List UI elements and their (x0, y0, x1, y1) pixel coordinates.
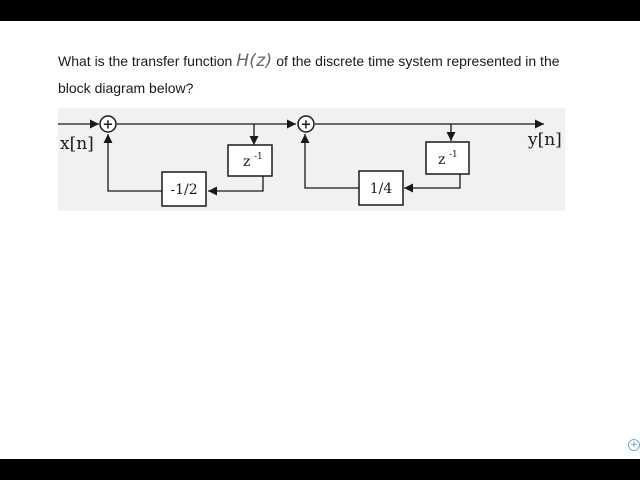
gain1-label: -1/2 (170, 182, 197, 198)
feedback2-line (300, 134, 359, 189)
gain2-label: 1/4 (370, 181, 393, 197)
delay1-base: z (243, 154, 250, 170)
delay2-exponent: -1 (449, 150, 458, 160)
zoom-icon[interactable]: + (628, 439, 640, 451)
summing-junction-2: + (297, 115, 315, 133)
gain-block-1: -1/2 (161, 171, 207, 207)
delay-block-1: z -1 (227, 144, 273, 177)
gain-block-2: 1/4 (358, 170, 404, 206)
delay2-output-line (404, 174, 461, 193)
question-text: What is the transfer function H(z) of th… (58, 48, 578, 102)
summing-junction-1: + (99, 115, 117, 133)
top-letterbox (0, 0, 640, 21)
output-label: y[n] (527, 130, 562, 150)
delay2-base: z (438, 152, 445, 168)
delay1-exponent: -1 (254, 152, 263, 162)
sum-symbol-1: + (103, 118, 114, 133)
sum-symbol-2: + (301, 118, 312, 133)
transfer-function-symbol: H(z) (236, 51, 273, 71)
delay1-output-line (208, 176, 264, 196)
bottom-letterbox (0, 459, 640, 480)
delay-block-2: z -1 (425, 141, 470, 175)
feedback1-line (103, 134, 162, 192)
input-label: x[n] (60, 134, 94, 154)
question-part2: of the discrete time system represented … (58, 53, 560, 96)
block-diagram: + + z -1 z -1 -1/2 1/4 x[n] y[n] (58, 108, 565, 211)
question-part1: What is the transfer function (58, 53, 237, 69)
